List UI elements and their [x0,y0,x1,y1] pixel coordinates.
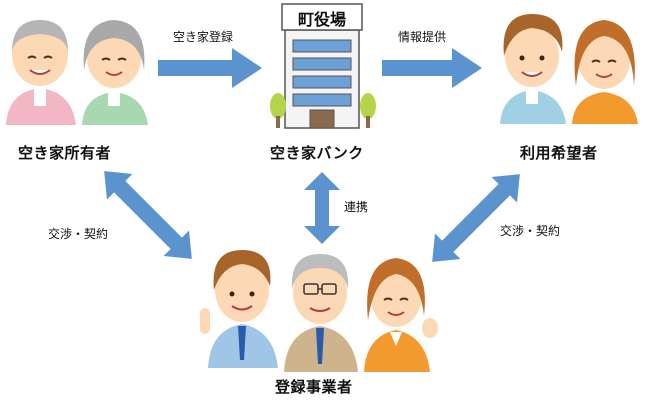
owner-illustration [6,20,148,125]
arrow-seeker-business [432,174,520,262]
node-label-owner: 空き家所有者 [18,144,112,162]
arrow-bank-to-seeker [382,48,482,88]
node-label-business: 登録事業者 [275,378,353,396]
arrow-bank-business [304,172,340,244]
town-hall-sign: 町役場 [297,10,346,29]
seeker-illustration [500,14,638,124]
node-label-bank: 空き家バンク [270,144,364,162]
edge-label-bank-to-seeker: 情報提供 [398,30,447,44]
arrow-owner-business [104,171,192,259]
edge-label-owner-business: 交渉・契約 [48,227,109,241]
town-hall-illustration [270,3,376,129]
node-label-seeker: 利用希望者 [520,144,598,162]
edge-label-owner-to-bank: 空き家登録 [173,30,234,44]
edge-label-bank-business: 連携 [344,200,369,214]
business-illustration [200,250,438,372]
edge-label-seeker-business: 交渉・契約 [500,224,561,238]
arrow-owner-to-bank [158,48,262,88]
